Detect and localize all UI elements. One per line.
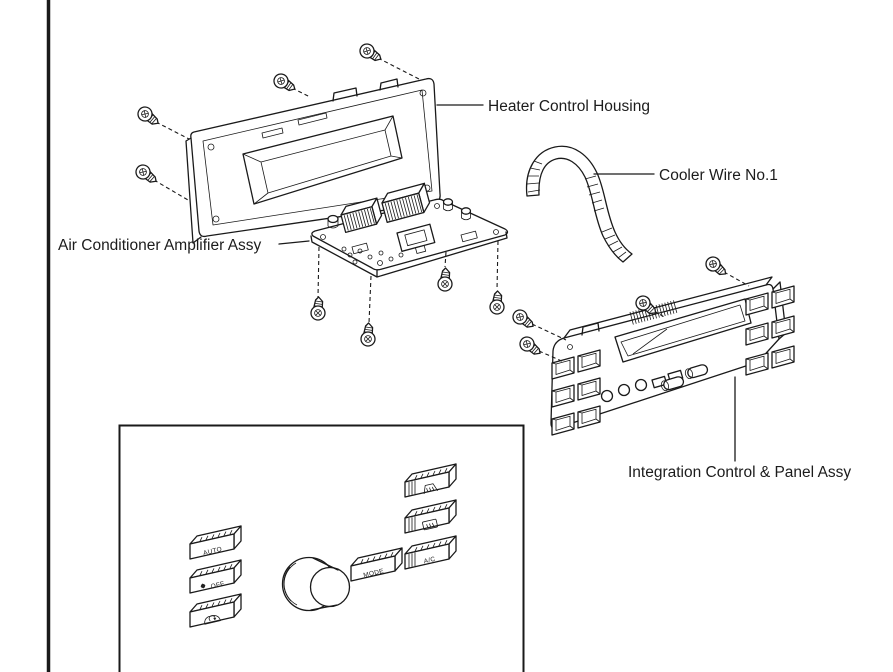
ac-amplifier-drawing [310,182,509,278]
rear-defrost-icon [422,518,438,531]
temperature-knob [281,556,351,612]
label-ac-amplifier: Air Conditioner Amplifier Assy [58,237,262,254]
ac-button-label: A/C [423,556,436,565]
label-integration-panel: Integration Control & Panel Assy [628,464,851,481]
button-rear-defrost [404,499,457,534]
button-mode: MODE [350,547,403,582]
screw [437,267,453,292]
amplifier-screws [310,240,505,347]
screw [132,161,161,188]
recirculation-icon [204,615,221,625]
label-heater-control-housing: Heater Control Housing [488,98,650,115]
button-front-defrost [404,463,457,498]
button-recirculation [189,593,242,628]
auto-button-label: AUTO [203,546,223,557]
fan-icon [200,583,206,589]
leader-amplifier [278,240,310,245]
screw [509,306,538,333]
button-box-frame [118,424,525,672]
screw [516,333,545,360]
mode-button-label: MODE [363,568,385,580]
screw [360,322,376,347]
screw [134,103,163,130]
screw [270,70,300,96]
cooler-wire-drawing [525,145,633,263]
button-ac: A/C [404,535,457,570]
off-button-label: OFF [210,581,225,591]
screw [356,40,386,66]
button-auto: AUTO [189,525,242,560]
integration-panel-drawing [550,276,795,436]
heater-control-housing-drawing [185,77,441,244]
front-defrost-icon [423,483,439,495]
screw [702,253,731,280]
label-cooler-wire: Cooler Wire No.1 [659,167,778,184]
screw [310,296,326,321]
button-off: OFF [189,559,242,594]
screw [489,290,505,315]
